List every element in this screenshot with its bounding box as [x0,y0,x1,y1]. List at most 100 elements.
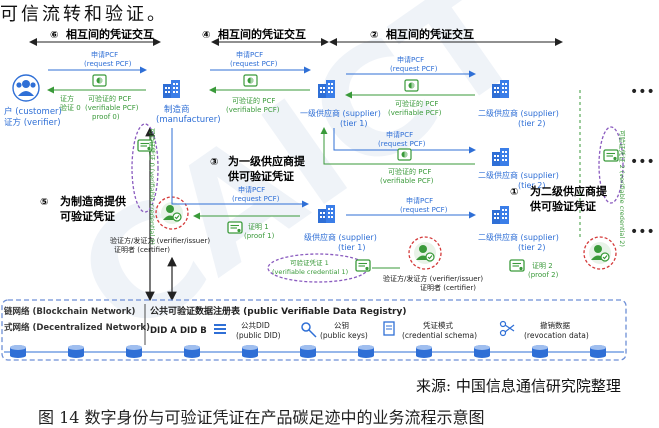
scissors-icon [499,320,515,337]
svg-text:可验证凭证 1: 可验证凭证 1 [290,258,329,267]
msg-request-pcf-f: 申请PCF (request PCF) [346,196,476,219]
svg-text:②: ② [370,30,378,41]
svg-text:(verifiable credential 1): (verifiable credential 1) [272,268,348,276]
svg-text:二级供应商 (supplier): 二级供应商 (supplier) [478,170,559,180]
svg-text:(tier 1): (tier 1) [340,119,367,128]
svg-text:(public DID): (public DID) [236,331,281,340]
svg-text:(verifiable PCF): (verifiable PCF) [226,106,280,114]
svg-text:⑤: ⑤ [40,197,48,208]
svg-text:(request PCF): (request PCF) [400,206,448,214]
msg-verifiable-pcf-c: 可验证的 PCF (verifiable PCF) [345,91,475,117]
svg-text:(request PCF): (request PCF) [84,60,132,68]
verifiable-data-registry: 链网络 (Blockchain Network) 式网络 (Decentrali… [1,299,627,361]
svg-text:供可验证凭证: 供可验证凭证 [227,169,294,183]
svg-text:证明 1: 证明 1 [248,223,269,231]
svg-text:(proof 2): (proof 2) [528,271,559,279]
svg-text:可验证的 PCF: 可验证的 PCF [388,167,431,176]
tier2-b-node: 二级供应商 (supplier) (tier 2) [478,148,559,190]
svg-text:凭证模式: 凭证模式 [423,320,453,330]
building-icon [492,148,509,166]
svg-text:证明者 (certifier): 证明者 (certifier) [114,246,170,254]
svg-text:证明 2: 证明 2 [532,262,553,270]
msg-request-pcf-b: 申请PCF (request PCF) [210,50,311,74]
svg-text:(request PCF): (request PCF) [230,60,278,68]
svg-text:⑥: ⑥ [50,30,58,41]
svg-text:申请PCF: 申请PCF [406,196,433,205]
msg-request-pcf-d: 申请PCF (request PCF) [333,128,476,154]
section-1-label: ① 为二级供应商提 供可验证凭证 [510,184,608,213]
svg-text:相互间的凭证交互: 相互间的凭证交互 [66,27,154,41]
svg-text:一级供应商 (supplier): 一级供应商 (supplier) [300,108,381,118]
svg-text:申请PCF: 申请PCF [238,185,265,194]
building-icon [163,80,180,98]
svg-text:DID A: DID A [150,326,177,336]
svg-text:级供应商 (supplier): 级供应商 (supplier) [304,232,377,242]
customer-node: 户 (customer) 证方 (verifier) [4,74,62,128]
svg-text:撤销数据: 撤销数据 [540,320,570,330]
section-2-header: ② 相互间的凭证交互 [329,27,563,46]
certifier-icon [588,241,612,265]
svg-text:(verifiable PCF): (verifiable PCF) [85,104,139,112]
svg-text:(verifiable PCF): (verifiable PCF) [388,109,442,117]
msg-request-pcf-e: 申请PCF (request PCF) [171,185,309,208]
svg-text:申请PCF: 申请PCF [236,50,263,59]
svg-text:为一级供应商提: 为一级供应商提 [228,154,306,168]
svg-text:制造商: 制造商 [164,104,190,115]
svg-text:为制造商提供: 为制造商提供 [60,194,126,208]
pcf-badge-icon [397,148,412,161]
svg-text:公共可验证数据注册表 (public Verifiable: 公共可验证数据注册表 (public Verifiable Data Regis… [150,305,406,317]
svg-text:(request PCF): (request PCF) [232,195,280,203]
svg-text:(tier 2): (tier 2) [518,119,545,128]
pcf-badge-icon [404,79,419,92]
manufacturer-node: 制造商 (manufacturer) [156,80,221,125]
public-keys-item: 公钥 (public keys) [301,320,368,340]
svg-text:可验证凭证: 可验证凭证 [60,209,115,223]
proof-1: 证明 1 (proof 1) [227,221,275,240]
document-icon [383,321,395,336]
source-note: 来源: 中国信息通信研究院整理 [416,377,621,395]
svg-text:④: ④ [202,30,210,41]
svg-text:(tier 1): (tier 1) [338,243,365,252]
proof-2: 证明 2 (proof 2) [509,259,559,279]
svg-text:二级供应商 (supplier): 二级供应商 (supplier) [478,108,559,118]
msg-verifiable-pcf-b: 可验证的 PCF (verifiable PCF) [209,86,310,114]
intro-text: 可信流转和验证。 [0,4,168,25]
credential-schema-item: 凭证模式 (credential schema) [383,320,477,340]
svg-text:•••: ••• [630,154,655,170]
svg-text:(proof 1): (proof 1) [244,232,275,240]
svg-text:可验证的 PCF: 可验证的 PCF [88,94,131,103]
figure-caption: 图 14 数字身份与可验证凭证在产品碳足迹中的业务流程示意图 [38,408,485,427]
verifiable-credential-1: 可验证凭证 1 (verifiable credential 1) [267,253,371,283]
svg-text:可验证的 PCF: 可验证的 PCF [232,96,275,105]
svg-text:申请PCF: 申请PCF [397,55,424,64]
svg-text:(verifiable PCF): (verifiable PCF) [380,177,434,185]
msg-verifiable-pcf-a: 证方 验证 0 可验证的 PCF (verifiable PCF) proof … [47,86,146,121]
verifiable-credential-0: 可验证凭证 0 (verifiable credential 0) [131,123,159,245]
svg-text:证明者 (certifier): 证明者 (certifier) [420,284,476,292]
svg-text:为二级供应商提: 为二级供应商提 [530,184,608,198]
svg-text:式网络 (Decentralized Network): 式网络 (Decentralized Network) [4,322,150,333]
certifier-icon [413,241,437,265]
svg-text:•••: ••• [630,224,655,240]
tier2-c-node: 二级供应商 (supplier) (tier 2) [478,206,559,252]
certifier-right [583,236,617,270]
building-icon [492,206,509,224]
svg-text:可验证凭证 2 (verifiable credential: 可验证凭证 2 (verifiable credential 2) [618,130,627,247]
svg-text:•••: ••• [630,84,655,100]
tier2-a-node: 二级供应商 (supplier) (tier 2) [478,80,559,128]
certifier-left-node: 验证方/发证方 (verifier/issuer) 证明者 (certifier… [110,196,210,254]
svg-text:户 (customer): 户 (customer) [4,106,62,117]
svg-text:公共DID: 公共DID [241,321,270,330]
svg-text:(revocation data): (revocation data) [524,331,589,340]
svg-text:(request PCF): (request PCF) [390,65,438,73]
svg-text:申请PCF: 申请PCF [386,130,413,139]
public-did-item: 公共DID (public DID) [214,321,281,340]
section-3-label: ③ 为一级供应商提 供可验证凭证 [210,154,306,183]
msg-request-pcf-a: 申请PCF (request PCF) [48,50,147,74]
svg-text:验证方/发证方 (verifier/issuer): 验证方/发证方 (verifier/issuer) [110,236,210,245]
svg-text:(request PCF): (request PCF) [378,140,426,148]
svg-text:(manufacturer): (manufacturer) [156,115,221,125]
tier1-mid-node: 级供应商 (supplier) (tier 1) [304,205,377,252]
svg-text:proof 0): proof 0) [92,113,120,121]
